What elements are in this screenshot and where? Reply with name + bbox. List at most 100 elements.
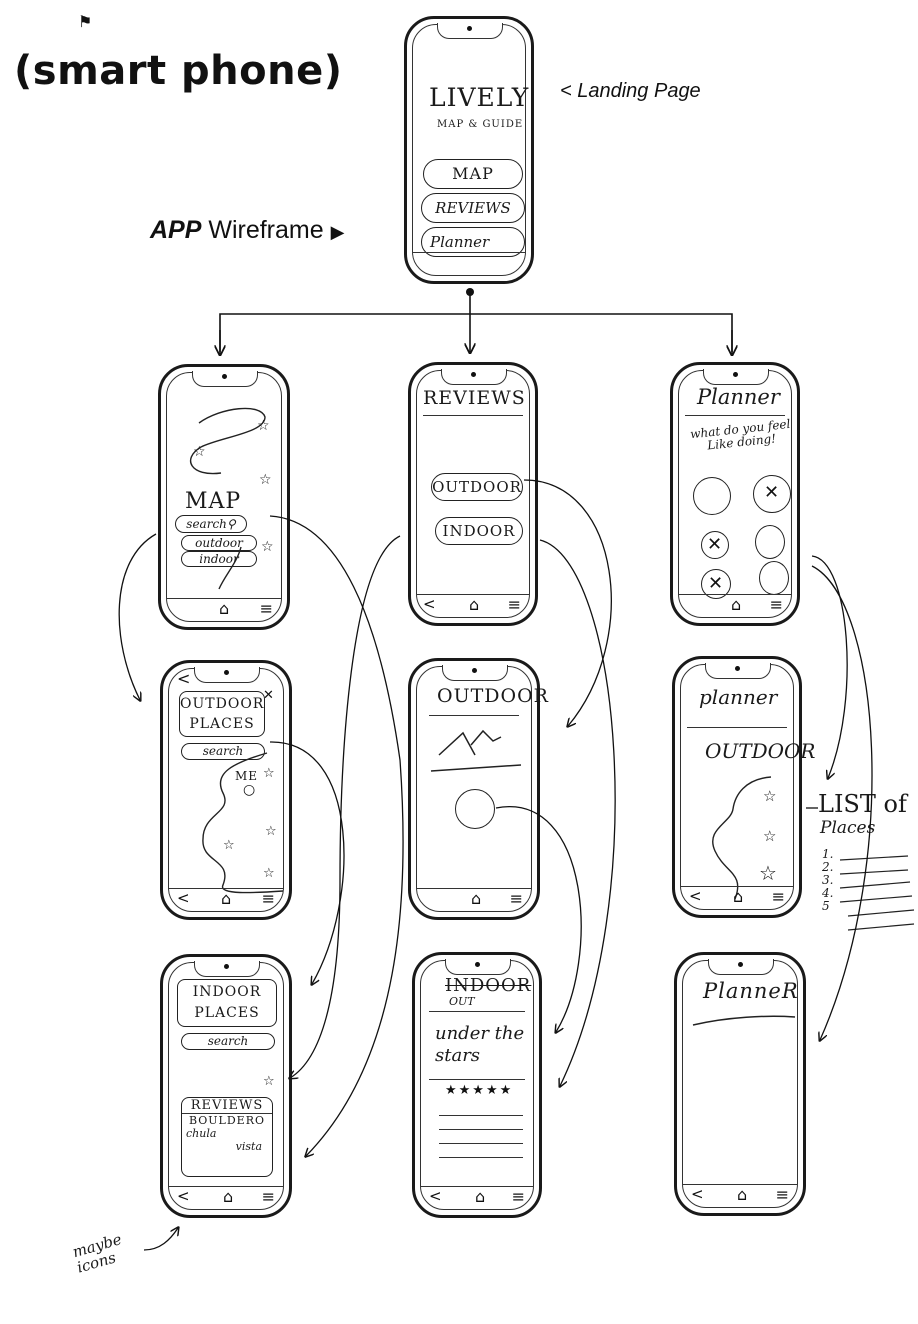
reviews-outdoor-button[interactable]: OUTDOOR [431,473,523,501]
search-icon: ⚲ [226,517,236,531]
back-icon[interactable]: < [177,1187,190,1205]
indoor-reviews-card[interactable]: REVIEWS BOULDERO chula vista [181,1097,273,1177]
menu-icon[interactable]: ≡ [261,889,275,908]
menu-icon[interactable]: ≡ [769,595,783,614]
phone-notch [192,371,258,387]
page-heading: (smart phone) [14,48,343,94]
back-icon[interactable]: < [691,1185,704,1203]
list-of-places-title: LIST of [818,790,907,818]
wireframe-label-rest: Wireframe [208,216,324,244]
menu-icon[interactable]: ≡ [507,595,521,614]
phone-notch [703,369,769,385]
home-icon[interactable]: ⌂ [731,595,742,614]
activity-choice-selected[interactable]: ✕ [701,531,729,559]
back-icon[interactable]: < [689,887,702,905]
star-icon: ☆ [763,787,777,805]
activity-choice[interactable] [755,525,785,559]
star-icon: ☆ [193,444,206,460]
phone-landing: LIVELY MAP & GUIDE MAP REVIEWS Planner [404,16,534,284]
map-filter-outdoor[interactable]: outdoor [181,535,257,551]
phone-nav-bar: ⌂ ≡ [679,594,791,617]
star-icon: ☆ [261,539,274,555]
home-icon[interactable]: ⌂ [469,595,480,614]
reviews-card-item: BOULDERO [188,1114,266,1127]
activity-choice[interactable] [693,477,731,515]
phone-notch [705,663,771,679]
phone-nav-bar: < ⌂ ≡ [421,1186,533,1209]
outdoor-places-title: OUTDOOR PLACES [179,691,265,737]
back-icon[interactable]: < [177,669,191,688]
home-icon[interactable]: ⌂ [737,1185,748,1204]
phone-notch [445,959,511,975]
phone-nav-bar: < ⌂ ≡ [169,888,283,911]
divider [429,1079,525,1080]
home-icon[interactable]: ⌂ [475,1187,486,1206]
indoor-review-place: under the stars [435,1023,525,1066]
menu-icon[interactable]: ≡ [259,599,273,618]
app-title: LIVELY [429,83,530,112]
home-icon[interactable]: ⌂ [733,887,744,906]
star-icon: ☆ [263,766,275,781]
indoor-review-title-correction: OUT [449,995,475,1008]
map-title: MAP [185,489,242,514]
phone-outdoor-places: < OUTDOOR PLACES ✕ search ME ○ ☆ ☆ ☆ ☆ <… [160,660,292,920]
review-text-line [439,1129,523,1130]
divider [429,1011,525,1012]
list-number: 1. [822,847,834,861]
divider [429,715,519,716]
indoor-review-title: INDOOR [445,975,532,996]
activity-choice-selected[interactable]: ✕ [753,475,791,513]
divider [423,415,523,416]
map-filter-indoor[interactable]: indoor [181,551,257,567]
sun-icon [455,789,495,829]
indoor-places-title: INDOOR PLACES [177,979,277,1027]
home-icon[interactable]: ⌂ [471,889,482,908]
me-label: ME [235,769,259,783]
star-icon: ☆ [263,1074,275,1089]
home-icon[interactable]: ⌂ [221,889,232,908]
landing-map-button[interactable]: MAP [423,159,523,189]
home-icon[interactable]: ⌂ [219,599,230,618]
phone-notch [442,665,508,681]
planner-outdoor-title: planner [699,685,778,709]
reviews-card-item: chula [186,1127,217,1140]
outdoor-search-input[interactable]: search [181,743,265,760]
home-outline-icon[interactable]: ⌂ [223,1187,234,1206]
landing-planner-button[interactable]: Planner [421,227,525,257]
review-text-line [439,1143,523,1144]
phone-nav-bar [413,252,525,275]
star-icon: ☆ [763,827,777,845]
outdoor-review-title: OUTDOOR [437,685,549,707]
activity-choice-selected[interactable]: ✕ [701,569,731,599]
app-subtitle: MAP & GUIDE [437,119,524,130]
list-number: 3. [822,873,834,887]
phone-notch [708,959,774,975]
landing-reviews-button[interactable]: REVIEWS [421,193,525,223]
star-icon: ☆ [263,866,275,881]
margin-note: maybe icons [70,1230,124,1277]
phone-notch [437,23,503,39]
x-mark-icon: ✕ [707,534,723,555]
phone-map: ☆ ☆ ☆ MAP search⚲ outdoor indoor ☆ ⌂ ≡ [158,364,290,630]
landing-page-note: < Landing Page [560,80,701,102]
menu-icon[interactable]: ≡ [509,889,523,908]
planner-outdoor-subtitle: OUTdoor [705,739,816,763]
back-icon[interactable]: < [177,889,190,907]
list-number: 5 [822,899,830,913]
reviews-indoor-button[interactable]: INDOOR [435,517,523,545]
phone-planner-blank: PlanneR < ⌂ ≡ [674,952,806,1216]
map-search-input[interactable]: search⚲ [175,515,247,533]
star-icon: ☆ [259,472,272,488]
reviews-card-title: REVIEWS [182,1098,272,1114]
phone-outdoor-review: OUTDOOR ⌂ ≡ [408,658,548,920]
back-icon[interactable]: < [429,1187,442,1205]
indoor-search-input[interactable]: search [181,1033,275,1050]
close-icon[interactable]: ✕ [263,688,274,703]
menu-icon[interactable]: ≡ [261,1187,275,1206]
menu-icon[interactable]: ≡ [771,887,785,906]
activity-choice[interactable] [759,561,789,595]
menu-icon[interactable]: ≡ [511,1187,525,1206]
back-icon[interactable]: < [423,595,436,613]
menu-icon[interactable]: ≡ [775,1185,789,1204]
list-of-places-subtitle: Places [820,818,876,838]
